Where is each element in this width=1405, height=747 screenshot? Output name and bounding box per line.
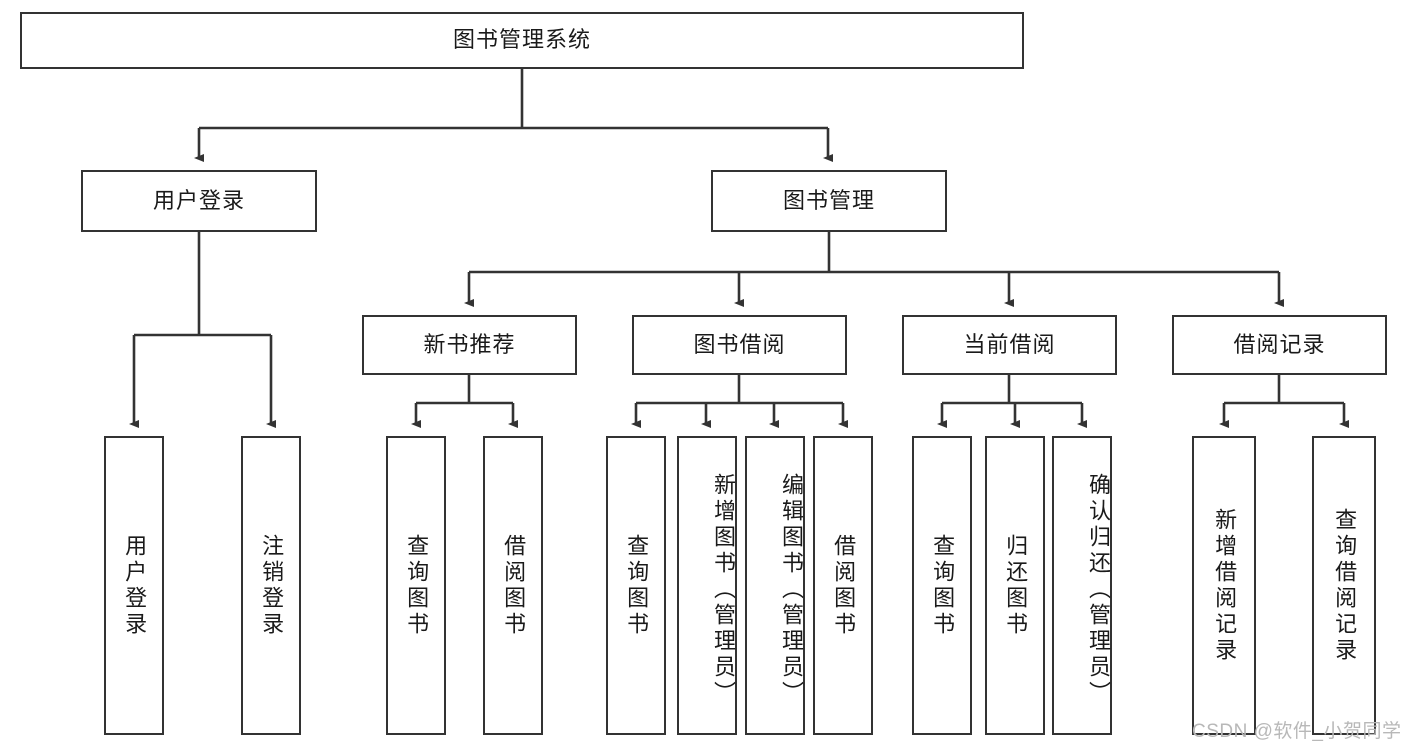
node-leaf-edit-book[interactable]: 编辑图书（管理员） — [745, 436, 805, 735]
node-new-book-rec[interactable]: 新书推荐 — [362, 315, 577, 375]
node-leaf-borrow-2[interactable]: 借阅图书 — [813, 436, 873, 735]
node-leaf-query-rec[interactable]: 查询借阅记录 — [1312, 436, 1376, 735]
node-leaf-user-login[interactable]: 用户登录 — [104, 436, 164, 735]
node-book-manage[interactable]: 图书管理 — [711, 170, 947, 232]
node-leaf-logout[interactable]: 注销登录 — [241, 436, 301, 735]
node-user-login[interactable]: 用户登录 — [81, 170, 317, 232]
node-leaf-add-book[interactable]: 新增图书（管理员） — [677, 436, 737, 735]
node-leaf-confirm[interactable]: 确认归还（管理员） — [1052, 436, 1112, 735]
node-leaf-add-rec[interactable]: 新增借阅记录 — [1192, 436, 1256, 735]
node-current-borrow[interactable]: 当前借阅 — [902, 315, 1117, 375]
node-borrow-record[interactable]: 借阅记录 — [1172, 315, 1387, 375]
node-book-borrow[interactable]: 图书借阅 — [632, 315, 847, 375]
node-leaf-query-2[interactable]: 查询图书 — [606, 436, 666, 735]
node-leaf-return[interactable]: 归还图书 — [985, 436, 1045, 735]
node-leaf-query-3[interactable]: 查询图书 — [912, 436, 972, 735]
node-root[interactable]: 图书管理系统 — [20, 12, 1024, 69]
node-leaf-query-1[interactable]: 查询图书 — [386, 436, 446, 735]
node-leaf-borrow-1[interactable]: 借阅图书 — [483, 436, 543, 735]
